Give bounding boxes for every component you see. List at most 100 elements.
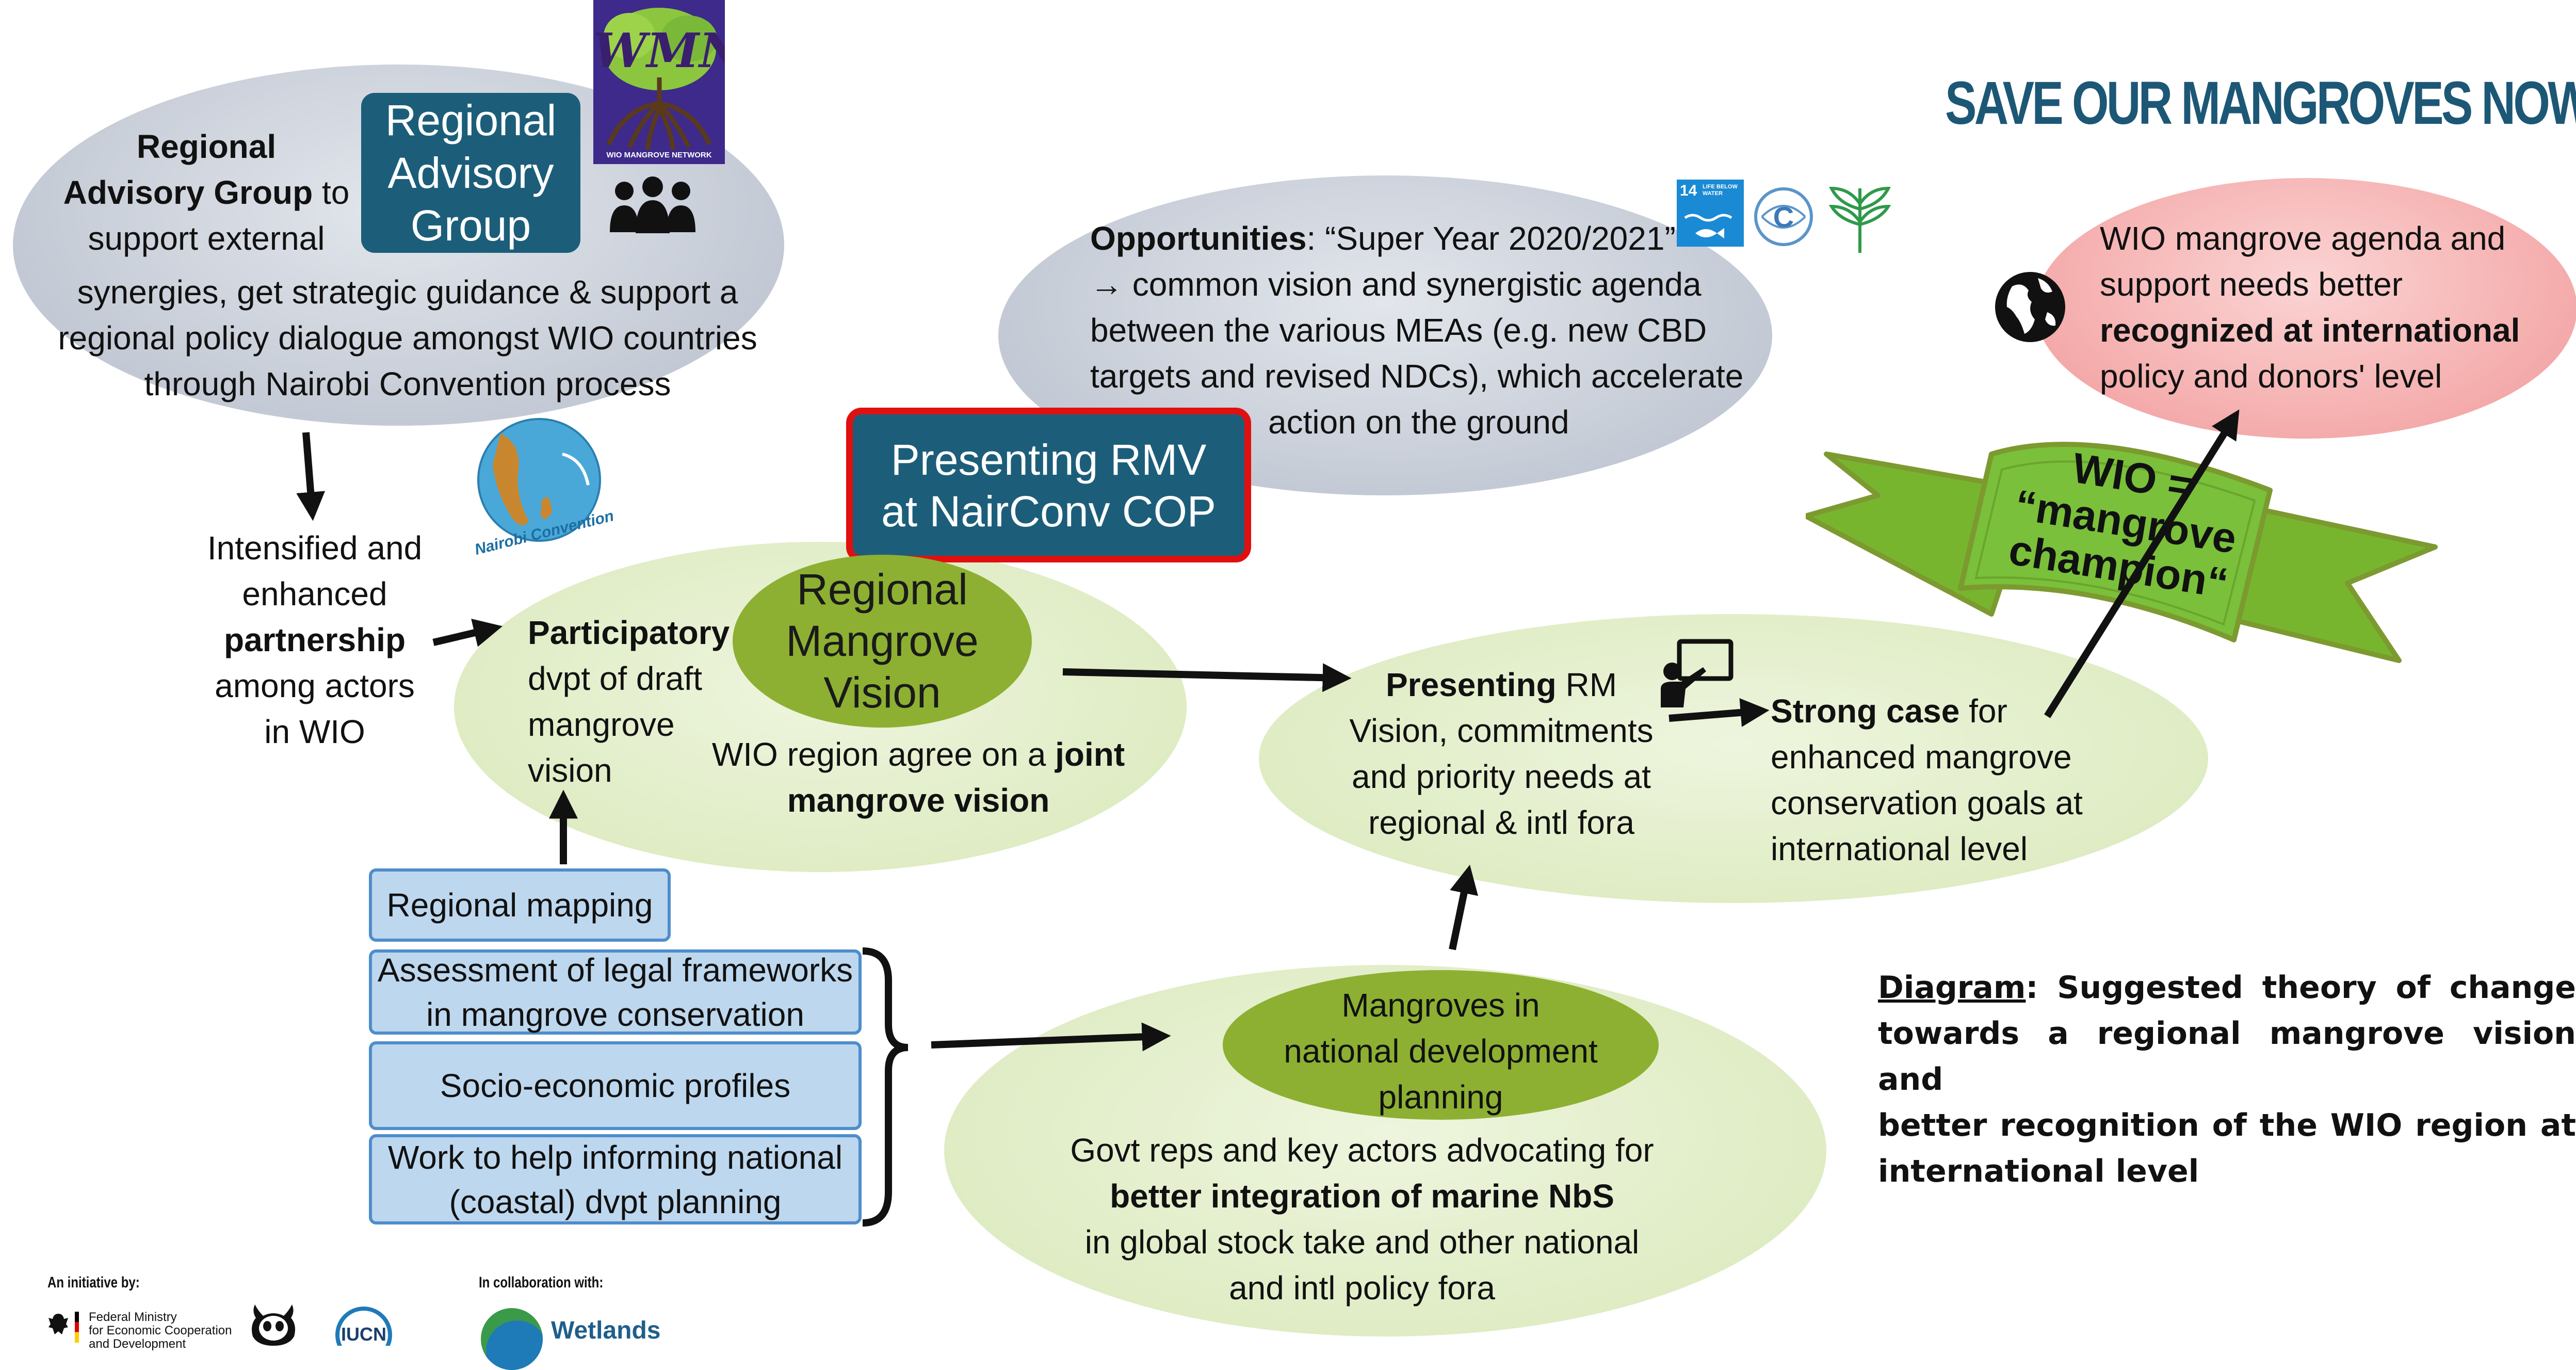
rmv-badge-line: Regional — [797, 565, 968, 614]
cbd-leaves-icon — [1828, 186, 1891, 253]
rag-desc-text: to — [313, 174, 350, 211]
rag-desc-text: synergies, get strategic guidance & supp… — [77, 273, 738, 311]
unfccc-icon: C — [1754, 187, 1813, 246]
presenting-ellipse — [1259, 614, 2208, 903]
opportunities-line: : “Super Year 2020/2021” — [1306, 220, 1676, 257]
arrow-right-icon: → — [1090, 266, 1123, 303]
iucn-text: IUCN — [341, 1324, 386, 1345]
partnership-line: enhanced — [242, 575, 387, 613]
rag-badge: Regional Advisory Group — [361, 93, 580, 253]
presenting-rm-line: Vision, commitments — [1349, 712, 1654, 749]
caption-line: international level — [1878, 1153, 2199, 1189]
partnership-bold: partnership — [223, 621, 406, 658]
national-line: in global stock take and other national — [1084, 1223, 1640, 1261]
recognized-line: support needs better — [2100, 266, 2403, 303]
national-line: Govt reps and key actors advocating for — [1070, 1132, 1654, 1169]
national-badge — [1223, 970, 1659, 1120]
participatory-line: vision — [528, 752, 612, 789]
rag-desc-bottom: synergies, get strategic guidance & supp… — [52, 269, 764, 407]
national-text: Govt reps and key actors advocating for … — [1016, 1127, 1708, 1311]
strong-case-text: Strong case for enhanced mangrove conser… — [1771, 688, 2142, 872]
collab-label: In collaboration with: — [479, 1274, 604, 1291]
rag-desc-bold: Regional — [136, 128, 277, 165]
rag-badge-line: Regional — [385, 96, 557, 144]
presenting-rm-bold: Presenting — [1385, 666, 1557, 703]
arrow-strongcase-to-recognized — [2044, 409, 2240, 718]
partnership-line: Intensified and — [207, 529, 423, 567]
rag-desc-text: regional policy dialogue amongst WIO cou… — [58, 319, 757, 357]
german-flag-bar — [75, 1312, 79, 1343]
national-badge-line: planning — [1378, 1078, 1503, 1116]
curly-brace — [862, 947, 909, 1227]
opportunities-line: action on the ground — [1268, 404, 1569, 441]
participatory-line: mangrove — [528, 706, 675, 743]
wetlands-text: Wetlands — [551, 1317, 661, 1344]
recognized-bold: recognized at international — [2100, 312, 2520, 349]
caption-line: better recognition of the WIO region at — [1878, 1107, 2576, 1143]
sdg14-label: LIFE BELOW WATER — [1703, 184, 1738, 197]
presenting-rm-line: and priority needs at — [1352, 758, 1651, 795]
caption-line: towards a regional mangrove vision and — [1878, 1016, 2576, 1098]
presenting-rmv-box: Presenting RMV at NairConv COP — [846, 408, 1251, 562]
regional-mapping-box: Regional mapping — [369, 868, 671, 942]
rag-desc-text: support external — [88, 220, 325, 257]
national-planning-box: Work to help informing national (coastal… — [369, 1134, 862, 1224]
partnership-line: among actors — [215, 667, 415, 704]
diagram-caption: Diagram: Suggested theory of change towa… — [1878, 965, 2576, 1195]
national-planning-line: (coastal) dvpt planning — [449, 1183, 782, 1220]
partnership-line: in WIO — [264, 713, 365, 750]
people-group-icon — [610, 176, 695, 233]
initiative-label: An initiative by: — [47, 1274, 140, 1291]
mangrove-tree-icon — [603, 8, 717, 150]
regional-mapping-label: Regional mapping — [386, 887, 653, 924]
fish-waves-icon — [1684, 214, 1732, 238]
german-eagle-logo — [47, 1312, 69, 1339]
wmn-logo-text: WMN — [593, 23, 725, 78]
rag-desc-top: Regional Advisory Group to support exter… — [52, 124, 361, 262]
recognized-line: policy and donors' level — [2100, 358, 2442, 395]
caption-line: : Suggested theory of change — [2026, 970, 2576, 1006]
arrow-rag-to-partnership — [296, 432, 326, 521]
rmv-badge-line: Vision — [823, 668, 941, 717]
rag-badge-line: Advisory — [387, 149, 554, 197]
rag-badge-line: Group — [410, 201, 531, 250]
recognized-line: WIO mangrove agenda and — [2100, 220, 2506, 257]
arrow-presenting-to-strongcase — [1668, 698, 1770, 727]
opportunities-line: common vision and synergistic agenda — [1123, 266, 1702, 303]
strong-case-line: for — [1959, 692, 2007, 730]
wmn-logo: WMN WIO MANGROVE NETWORK — [593, 0, 725, 164]
presenting-rm-line: regional & intl fora — [1368, 804, 1634, 841]
sdg14-icon: 14 LIFE BELOW WATER — [1677, 180, 1744, 247]
presenting-rm-line: RM — [1556, 666, 1617, 703]
arrow-brace-to-national — [931, 1022, 1171, 1052]
rag-desc-text: through Nairobi Convention process — [144, 365, 671, 402]
opportunities-bold: Opportunities — [1090, 220, 1307, 257]
participatory-line: dvpt of draft — [528, 660, 702, 697]
partnership-text: Intensified and enhanced partnership amo… — [186, 525, 444, 755]
joint-vision-text: WIO region agree on a joint mangrove vis… — [696, 732, 1140, 824]
joint-vision-bold: joint — [1055, 736, 1125, 773]
arrow-national-to-presenting — [1449, 864, 1479, 950]
champion-ribbon — [1806, 442, 2438, 663]
arrow-partnership-to-participatory — [432, 619, 503, 647]
recognized-text: WIO mangrove agenda and support needs be… — [2100, 216, 2564, 399]
socio-economic-label: Socio-economic profiles — [440, 1067, 791, 1104]
wwf-panda-icon — [252, 1304, 295, 1346]
national-badge-line: Mangroves in — [1341, 987, 1540, 1024]
rmv-badge-text: Regional Mangrove Vision — [733, 563, 1032, 718]
national-badge-line: national development — [1284, 1033, 1598, 1070]
svg-text:C: C — [1773, 201, 1794, 233]
opportunities-line: between the various MEAs (e.g. new CBD — [1090, 312, 1707, 349]
earth-globe-icon — [1995, 272, 2065, 342]
presenting-rmv-line: at NairConv COP — [881, 487, 1216, 536]
national-planning-line: Work to help informing national — [387, 1138, 843, 1176]
rag-desc-bold: Advisory Group — [63, 174, 313, 211]
nairobi-convention-logo: Nairobi Convention — [464, 413, 615, 562]
bmz-line: Federal Ministry — [89, 1310, 177, 1324]
national-bold: better integration of marine NbS — [1110, 1178, 1614, 1215]
joint-vision-line: WIO region agree on a — [711, 736, 1056, 773]
rmv-badge-line: Mangrove — [786, 617, 979, 665]
bmz-line: for Economic Cooperation — [89, 1324, 232, 1337]
globe-icon — [477, 418, 601, 542]
joint-vision-bold: mangrove vision — [787, 782, 1050, 819]
